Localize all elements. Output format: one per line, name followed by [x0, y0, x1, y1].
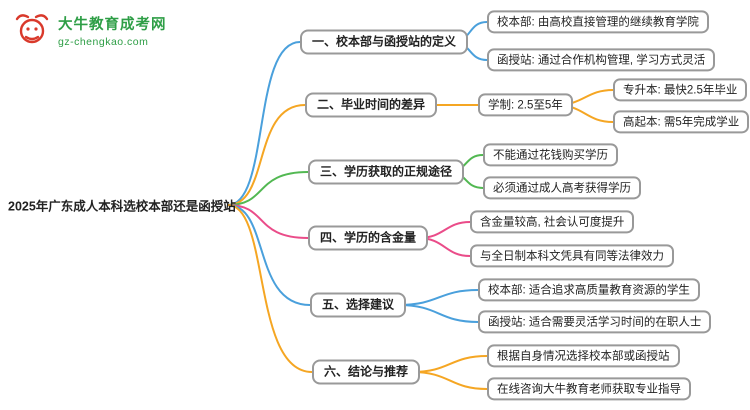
connector-line [397, 304, 479, 323]
leaf-node: 在线咨询大牛教育老师获取专业指导 [487, 377, 691, 401]
leaf-node: 函授站: 适合需要灵活学习时间的在职人士 [478, 310, 712, 334]
leaf-node: 函授站: 通过合作机构管理, 学习方式灵活 [487, 48, 716, 72]
leaf-node: 含金量较高, 社会认可度提升 [470, 210, 635, 234]
branch-node-conclusion: 六、结论与推荐 [312, 359, 421, 385]
connector-line [227, 171, 309, 206]
bull-logo-icon [12, 10, 52, 50]
branch-node-definitions: 一、校本部与函授站的定义 [300, 29, 469, 55]
leaf-node: 根据自身情况选择校本部或函授站 [487, 344, 680, 368]
logo: 大牛教育成考网 gz-chengkao.com [12, 10, 167, 50]
connector-line [227, 204, 311, 306]
leaf-node: 高起本: 需5年完成学业 [613, 110, 750, 134]
connector-line [227, 104, 306, 206]
leaf-node: 不能通过花钱购买学历 [483, 143, 618, 167]
logo-url: gz-chengkao.com [58, 35, 149, 48]
connector-line [411, 371, 488, 390]
connector-line [397, 289, 479, 306]
connector-line [227, 41, 301, 206]
leaf-node: 校本部: 适合追求高质量教育资源的学生 [478, 278, 700, 302]
branch-node-legit-channels: 三、学历获取的正规途径 [308, 159, 465, 185]
branch-node-degree-value: 四、学历的含金量 [308, 225, 429, 251]
connector-line [227, 204, 313, 373]
leaf-node: 必须通过成人高考获得学历 [483, 176, 641, 200]
connector-line [227, 204, 309, 239]
logo-text: 大牛教育成考网 gz-chengkao.com [58, 13, 167, 48]
connector-line [411, 355, 488, 373]
mid-node-study-length: 学制: 2.5至5年 [478, 93, 573, 117]
leaf-node: 专升本: 最快2.5年毕业 [613, 78, 748, 102]
leaf-node: 与全日制本科文凭具有同等法律效力 [470, 244, 674, 268]
leaf-node: 校本部: 由高校直接管理的继续教育学院 [487, 10, 709, 34]
branch-node-advice: 五、选择建议 [310, 292, 407, 318]
logo-title: 大牛教育成考网 [58, 16, 167, 33]
mindmap-root-topic: 2025年广东成人本科选校本部还是函授站 [8, 199, 236, 214]
branch-node-graduation-time: 二、毕业时间的差异 [305, 92, 438, 118]
